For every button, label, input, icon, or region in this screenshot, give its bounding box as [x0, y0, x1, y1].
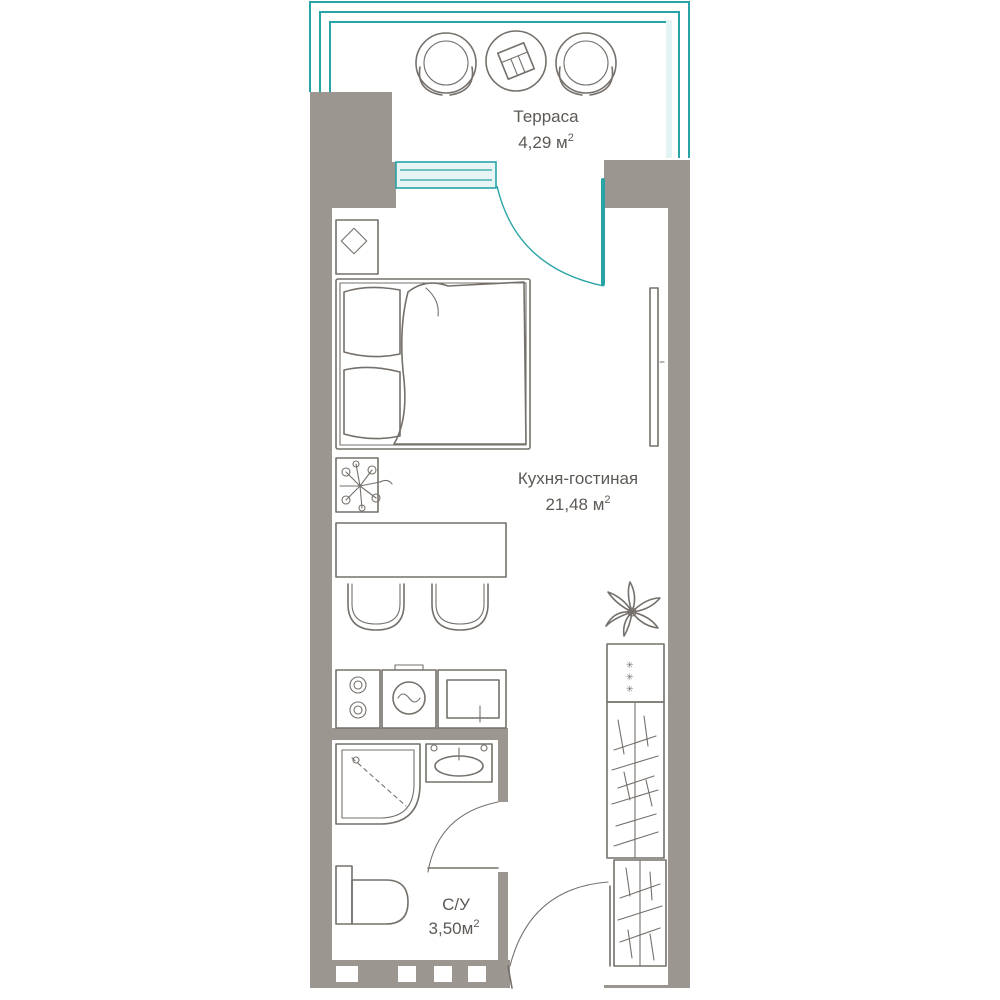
bed-icon [335, 278, 531, 450]
entrance-door[interactable] [507, 881, 609, 989]
bathroom-label: С/У [442, 895, 470, 914]
door-swing-icon [509, 881, 609, 967]
window-icon [434, 966, 452, 982]
chair-icon [347, 583, 405, 631]
wardrobe-icon [606, 701, 665, 859]
plant-icon [605, 581, 661, 637]
table-icon [335, 522, 507, 578]
cooktop-icon [335, 669, 381, 729]
window-icon [468, 966, 486, 982]
sink-icon [437, 669, 507, 729]
living-room-area: 21,48 м2 [545, 494, 610, 514]
window-icon [336, 966, 358, 982]
shower-icon [335, 743, 421, 825]
nightstand-icon [335, 219, 379, 275]
toilet-icon [335, 865, 409, 925]
cooktop-icon: ✳ ✳ ✳ [606, 643, 665, 703]
nightstand-icon [335, 457, 379, 513]
door-swing-icon [427, 801, 499, 873]
door-swing-icon [496, 185, 605, 287]
living-room-label: Кухня-гостиная [518, 469, 638, 488]
side-table-icon [485, 30, 547, 92]
door-leaf-icon [507, 965, 513, 989]
washing-machine-icon [381, 664, 437, 729]
terrace-area: 4,29 м2 [518, 132, 574, 152]
window-icon [398, 966, 416, 982]
terrace-door[interactable] [395, 161, 605, 287]
chair-icon [431, 583, 489, 631]
plant-icon [339, 460, 393, 512]
wardrobe-icon [609, 859, 667, 967]
terrace-glazing [309, 1, 690, 158]
bathroom-door[interactable] [427, 801, 499, 873]
bathroom-area: 3,50м2 [429, 918, 480, 938]
pillow-icon [343, 286, 401, 358]
svg-text:✳: ✳ [626, 673, 634, 683]
svg-text:✳: ✳ [626, 661, 634, 671]
armchair-icon [555, 32, 617, 96]
terrace-glass-rail [666, 20, 672, 158]
sink-icon [425, 743, 493, 783]
bottom-windows [336, 966, 486, 982]
tv-icon [649, 287, 665, 447]
armchair-icon [415, 32, 477, 96]
pillow-icon [343, 366, 401, 440]
window-icon [395, 161, 497, 189]
terrace-label: Терраса [513, 107, 579, 126]
walls [310, 92, 690, 988]
svg-text:✳: ✳ [626, 685, 634, 695]
